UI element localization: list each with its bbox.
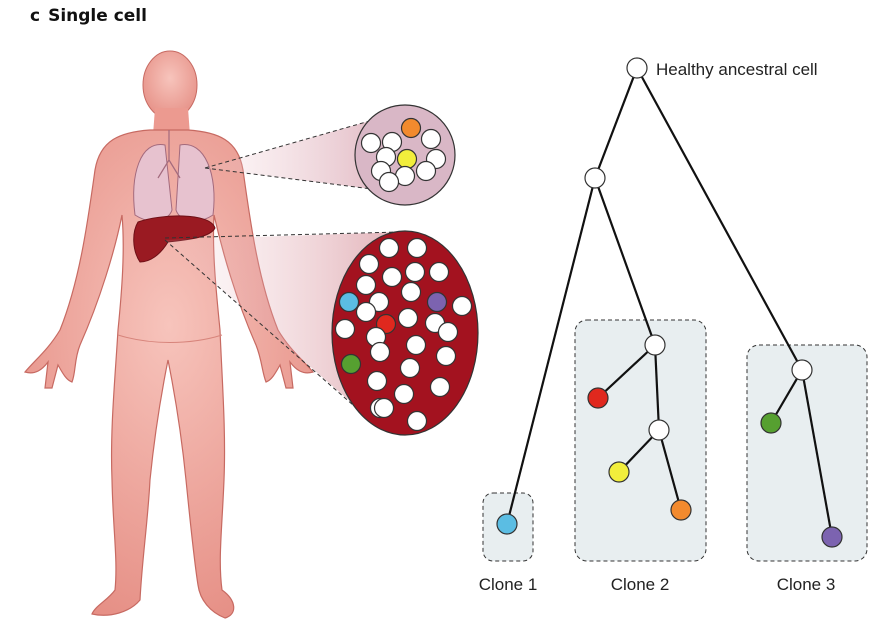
liver-cell-blue	[338, 291, 360, 313]
tree-edge-d-purple	[800, 369, 834, 538]
tree-node-root	[626, 57, 648, 79]
lung-cell	[420, 128, 442, 150]
liver-cell	[369, 341, 391, 363]
liver-cell	[429, 376, 451, 398]
lung-cells	[360, 117, 447, 193]
liver-cell	[373, 397, 395, 419]
lung-cell-yellow	[396, 148, 418, 170]
tree-edge-root-a	[593, 67, 639, 179]
liver-cell	[381, 266, 403, 288]
lung-cell	[360, 132, 382, 154]
panel-title-text: Single cell	[48, 6, 147, 26]
liver-cell	[451, 295, 473, 317]
liver-cell	[435, 345, 457, 367]
tree-edge-c-orange	[657, 429, 683, 511]
clone-3-label: Clone 3	[777, 575, 836, 594]
lung-cell-orange	[400, 117, 422, 139]
liver-cell	[397, 307, 419, 329]
leaf-cell-green	[760, 412, 782, 434]
liver-cells	[334, 237, 473, 432]
tree-edge-root-d	[636, 67, 803, 371]
liver-cell	[406, 237, 428, 259]
tree-nodes	[496, 57, 843, 548]
tree-edge-a-b	[593, 177, 657, 346]
panel-letter: c	[30, 6, 41, 26]
liver-cell	[366, 370, 388, 392]
liver-cell	[358, 253, 380, 275]
tree-node-a	[584, 167, 606, 189]
liver-cell	[355, 301, 377, 323]
clone-2-box	[574, 319, 707, 562]
tree-edge-b-red	[597, 344, 656, 399]
liver-cell	[400, 281, 422, 303]
lung-cell	[378, 171, 400, 193]
clone-2-label: Clone 2	[611, 575, 670, 594]
liver-cell	[393, 383, 415, 405]
liver-cell-green	[340, 353, 362, 375]
clone-boxes	[482, 319, 868, 562]
liver-cell	[437, 321, 459, 343]
tree-edge-b-c	[653, 344, 661, 431]
liver-cell	[399, 357, 421, 379]
tree-edge-a-blue	[505, 177, 597, 525]
clone-1-label: Clone 1	[479, 575, 538, 594]
leaf-cell-blue	[496, 513, 518, 535]
liver-cell	[406, 410, 428, 432]
clone-3-box	[746, 344, 868, 562]
leaf-cell-orange	[670, 499, 692, 521]
liver-cell-purple	[426, 291, 448, 313]
tree-node-b	[644, 334, 666, 356]
liver-cell	[428, 261, 450, 283]
liver-cell	[404, 261, 426, 283]
leaf-cell-purple	[821, 526, 843, 548]
leaf-cell-yellow	[608, 461, 630, 483]
tree-node-c	[648, 419, 670, 441]
liver-cell	[405, 334, 427, 356]
liver-cell	[355, 274, 377, 296]
liver-cell	[334, 318, 356, 340]
root-label: Healthy ancestral cell	[656, 60, 818, 79]
lungs	[133, 130, 215, 222]
liver-cell	[378, 237, 400, 259]
lung-cell	[415, 160, 437, 182]
leaf-cell-red	[587, 387, 609, 409]
panel-title: c Single cell	[30, 6, 147, 26]
tree-node-d	[791, 359, 813, 381]
